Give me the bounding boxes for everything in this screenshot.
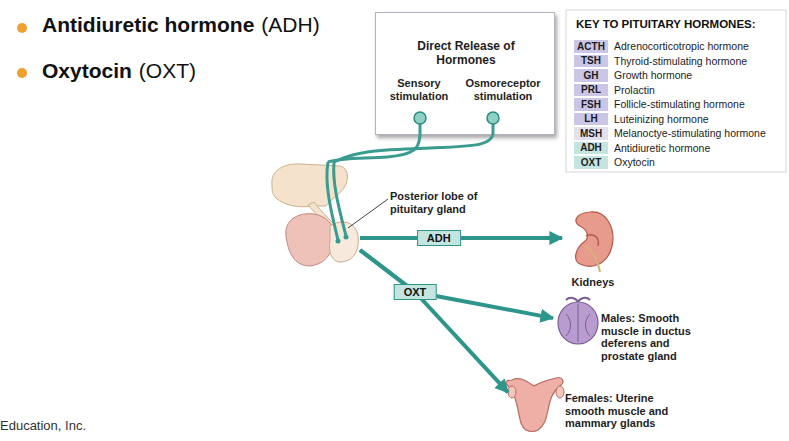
bullet-heading: Antidiuretic hormone (42, 13, 254, 37)
release-box: Direct Release of HormonesSensory stimul… (375, 12, 555, 135)
hormone-abbreviation: LH (584, 113, 597, 124)
edge-label: OXT (394, 284, 437, 300)
hormone-abbreviation: ACTH (577, 41, 605, 52)
part-label: Posterior lobe of pituitary gland (390, 190, 510, 215)
hormone-abbreviation: TSH (581, 55, 601, 66)
legend-swatch: OXT (574, 156, 608, 169)
copyright-note: Education, Inc. (0, 419, 86, 433)
ureter (586, 246, 600, 272)
bullet-abbreviation: (OXT) (139, 59, 196, 83)
hormone-abbreviation: GH (584, 70, 599, 81)
adh-arrow (360, 236, 562, 240)
legend-row: LH Luteinizing hormone (574, 113, 709, 126)
legend-swatch: FSH (574, 98, 608, 111)
neuron-cell-body (414, 112, 426, 124)
legend-text: Follicle-stimulating hormone (614, 98, 745, 110)
ovary (508, 386, 516, 398)
kidney-illustration (576, 212, 613, 266)
bullet-heading: Oxytocin (42, 59, 132, 83)
legend-text: Growth hormone (614, 69, 692, 81)
legend-text: Antidiuretic hormone (614, 142, 710, 154)
ovary (556, 386, 564, 398)
prostate-illustration (558, 302, 598, 344)
bullet-dot (17, 23, 27, 33)
edge-label: ADH (417, 230, 461, 246)
pituitary-gland: Posterior lobe of pituitary gland (268, 162, 360, 268)
bullet-dot (17, 68, 27, 78)
legend-swatch: ACTH (574, 40, 608, 53)
sensory-axon (328, 135, 420, 162)
axon-stub (419, 124, 422, 135)
target-label: Males: Smooth muscle in ductus deferens … (601, 312, 701, 363)
legend-text: Adrenocorticotropic hormone (614, 40, 749, 52)
legend-row: OXT Oxytocin (574, 156, 655, 169)
legend-text: Oxytocin (614, 156, 655, 168)
kidney-pelvis (586, 235, 598, 246)
bullet-abbreviation: (ADH) (261, 13, 319, 37)
legend-row: ADH Antidiuretic hormone (574, 142, 710, 155)
legend-swatch: LH (574, 113, 608, 126)
axon-stub (492, 124, 495, 135)
male-target: Males: Smooth muscle in ductus deferens … (553, 295, 743, 365)
hormone-abbreviation: PRL (581, 84, 601, 95)
legend-row: TSH Thyroid-stimulating hormone (574, 55, 747, 68)
legend-text: Luteinizing hormone (614, 113, 709, 125)
leader-line (348, 199, 388, 228)
osmoreceptor-axon (334, 135, 493, 162)
legend-swatch: ADH (574, 142, 608, 155)
key-frame (566, 10, 786, 172)
axon-in-gland (327, 162, 338, 240)
hormone-abbreviation: MSH (580, 128, 602, 139)
legend-swatch: MSH (574, 127, 608, 140)
anterior-lobe (286, 214, 334, 266)
legend-row: PRL Prolactin (574, 84, 655, 97)
axon-terminal (336, 239, 341, 244)
legend-text: Thyroid-stimulating hormone (614, 55, 747, 67)
box-heading: Direct Release of Hormones (411, 40, 521, 68)
legend-swatch: GH (574, 69, 608, 82)
uterus-illustration (506, 378, 563, 432)
legend-swatch: PRL (574, 84, 608, 97)
hypothalamus-shape (272, 164, 348, 207)
axon-in-gland (334, 162, 346, 236)
legend-row: FSH Follicle-stimulating hormone (574, 98, 745, 111)
legend-swatch: TSH (574, 55, 608, 68)
axon-terminal (344, 235, 349, 240)
hormone-abbreviation: ADH (580, 142, 602, 153)
oxt-arrow (360, 250, 508, 392)
hormone-abbreviation: OXT (581, 157, 602, 168)
bullet-line: Oxytocin (OXT) (42, 59, 196, 83)
legend-row: ACTH Adrenocorticotropic hormone (574, 40, 749, 53)
legend-row: MSH Melanoctye-stimulating hormone (574, 127, 766, 140)
target-label: Females: Uterine smooth muscle and mamma… (565, 392, 673, 430)
hormone-abbreviation: FSH (581, 99, 601, 110)
ductus-deferens (566, 298, 590, 302)
kidney-target: Kidneys (562, 208, 624, 293)
female-target: Females: Uterine smooth muscle and mamma… (508, 372, 723, 434)
oxt-arrow (360, 250, 553, 318)
target-label: Kidneys (562, 276, 624, 289)
legend-text: Melanoctye-stimulating hormone (614, 127, 766, 139)
legend-row: GH Growth hormone (574, 69, 692, 82)
stimulus-label: Sensory stimulation (382, 77, 456, 102)
legend-text: Prolactin (614, 84, 655, 96)
key-title: KEY TO PITUITARY HORMONES: (576, 18, 756, 31)
neuron-cell-body (487, 112, 499, 124)
stimulus-label: Osmoreceptor stimulation (456, 77, 550, 102)
posterior-lobe (329, 222, 358, 262)
prostate-detail (566, 304, 590, 342)
bullet-line: Antidiuretic hormone (ADH) (42, 13, 320, 37)
